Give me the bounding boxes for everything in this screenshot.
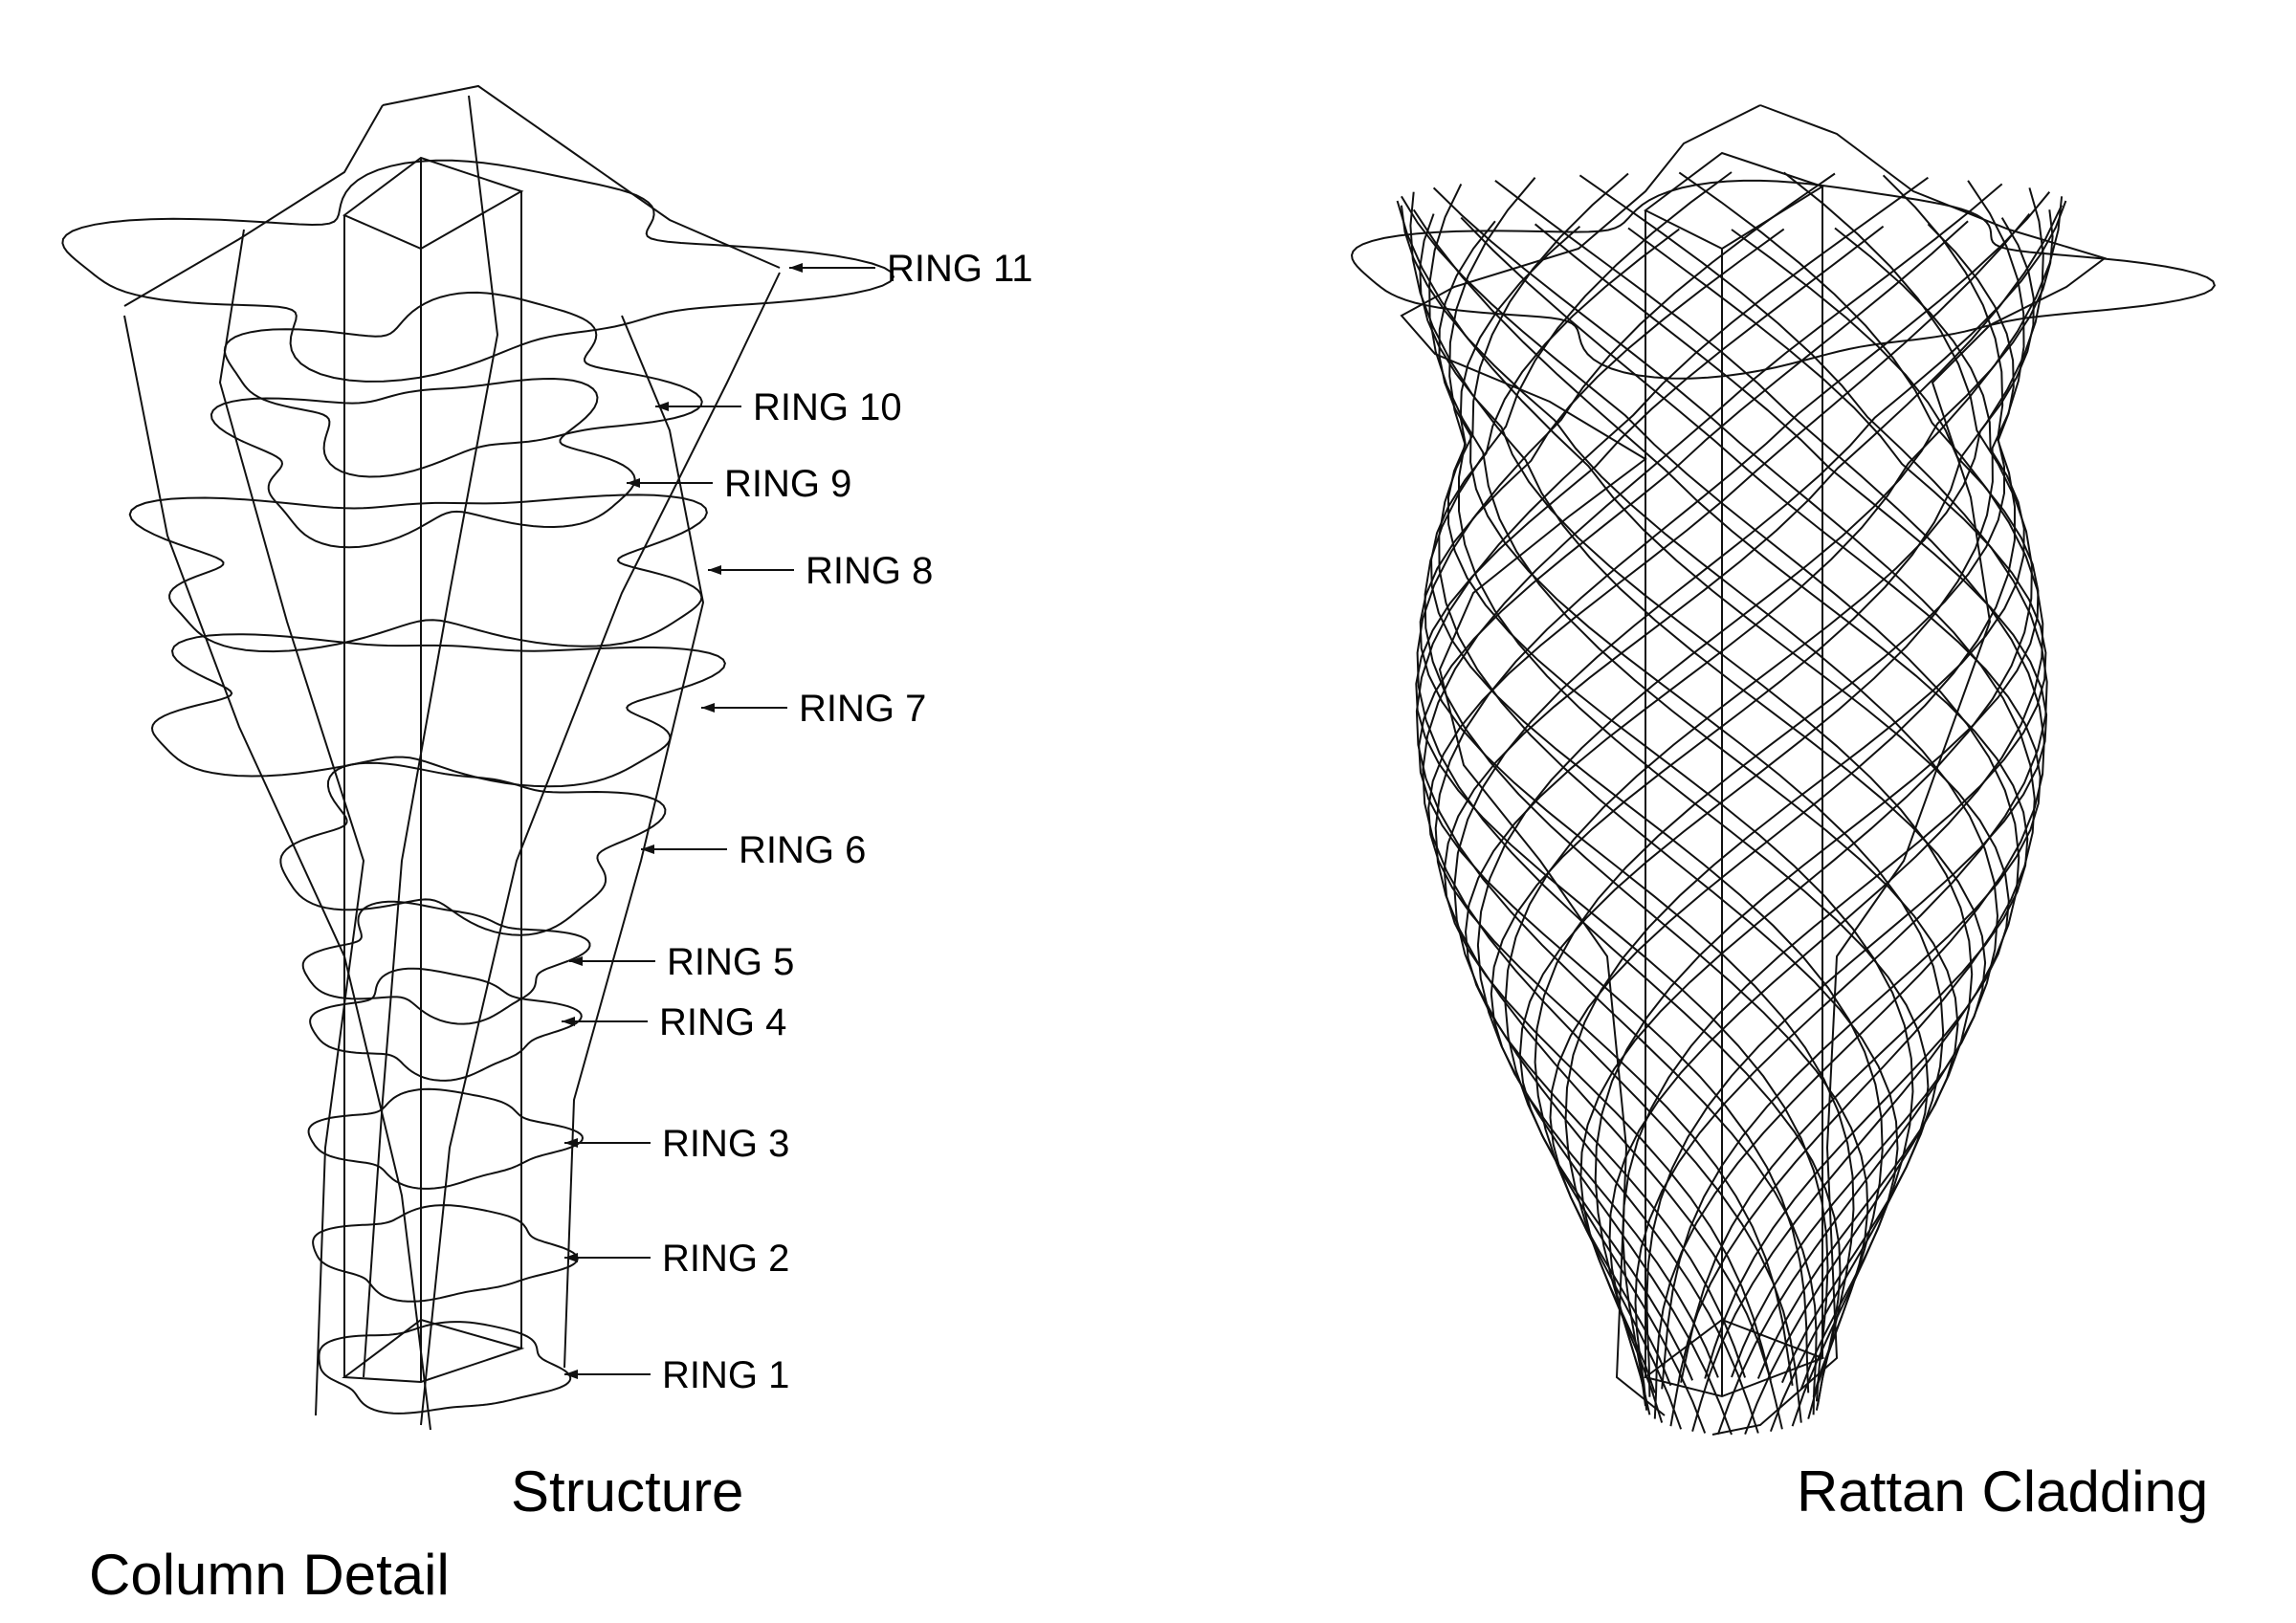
rattan-strand (1518, 180, 2025, 1381)
structure-ring (279, 761, 667, 936)
ring-label: RING 5 (667, 941, 794, 983)
rattan-strand (1460, 216, 2042, 1390)
ring-label: RING 3 (662, 1123, 789, 1165)
structure-ring (309, 967, 583, 1082)
leader-arrow (701, 703, 715, 713)
structure-ring (223, 291, 703, 478)
leader-arrow (789, 263, 803, 273)
rattan-strand (1412, 208, 2029, 1383)
rattan-cladding-view (1350, 104, 2217, 1436)
structure-rib (382, 84, 781, 269)
ring-label: RING 9 (724, 463, 851, 505)
rattan-strand (1428, 183, 1959, 1379)
rattan-strand (1578, 174, 2048, 1411)
core-column-base (342, 1318, 525, 1384)
rattan-strand (1427, 212, 2031, 1386)
cladding-top-edge (1350, 179, 2217, 380)
rattan-strand (1534, 223, 2015, 1430)
column-detail-title: Column Detail (89, 1543, 450, 1607)
structure-ring (150, 633, 726, 788)
ring-label: RING 4 (659, 1001, 786, 1043)
leader-arrow (562, 1017, 575, 1026)
rattan-strand (1415, 176, 1929, 1415)
structure-ring (318, 1321, 572, 1415)
ring-label: RING 8 (806, 550, 933, 592)
rattan-strand (1446, 225, 1914, 1427)
ring-label: RING 11 (887, 248, 1033, 290)
leader-arrow (641, 844, 654, 854)
leader-arrow (564, 1138, 578, 1148)
rattan-cladding-caption: Rattan Cladding (1797, 1459, 2209, 1524)
rattan-strand (1419, 228, 1855, 1411)
rattan-strand (1594, 229, 2040, 1415)
rattan-strand (1434, 191, 2051, 1430)
rattan-strand (1490, 187, 2044, 1378)
rattan-strand (1409, 191, 1987, 1378)
rattan-strand (1464, 196, 2064, 1378)
ring-label: RING 1 (662, 1354, 789, 1396)
rattan-strand (1418, 220, 1969, 1393)
ring-label: RING 6 (739, 829, 866, 871)
ring-annotation: RING 4 (562, 1001, 786, 1043)
ring-annotation: RING 6 (641, 829, 866, 871)
rattan-strand (1438, 172, 1899, 1390)
leader-arrow (564, 1370, 578, 1379)
ring-label: RING 7 (799, 688, 926, 730)
rattan-strand (1494, 180, 2045, 1419)
rattan-strand (1415, 225, 1885, 1402)
rattan-strand (1401, 195, 2020, 1432)
leader-arrow (708, 565, 721, 575)
rattan-strand (1534, 223, 2048, 1397)
structure-ring (312, 1204, 579, 1303)
ring-annotation: RING 3 (564, 1123, 789, 1165)
cladding-outline-right (1711, 104, 2108, 1436)
rattan-strand (1504, 217, 2035, 1434)
rattan-strand (1396, 200, 2010, 1379)
ring-annotation: RING 7 (701, 688, 926, 730)
rattan-strand (1432, 186, 2036, 1427)
rattan-strand (1443, 205, 2064, 1381)
structure-ring (61, 159, 895, 383)
structure-rib (123, 315, 431, 1431)
ring-annotation: RING 10 (655, 386, 902, 428)
ring-annotation: RING 1 (564, 1354, 789, 1396)
cladding-core-column (1643, 151, 1825, 1398)
ring-annotation: RING 2 (564, 1238, 789, 1280)
rattan-strand (1422, 183, 2003, 1423)
rattan-strand (1438, 220, 1945, 1433)
structure-ring (128, 493, 708, 653)
ring-label: RING 10 (753, 386, 902, 428)
structure-caption: Structure (511, 1459, 744, 1524)
structure-ring (210, 377, 636, 549)
ring-annotation: RING 11 (789, 248, 1033, 290)
rattan-strand (1579, 171, 2033, 1393)
rattan-strand (1419, 213, 1974, 1435)
leader-arrow (564, 1253, 578, 1262)
leader-arrow (655, 402, 669, 411)
ring-label: RING 2 (662, 1238, 789, 1280)
rattan-strand (1549, 174, 2017, 1387)
structure-rib (363, 95, 499, 1378)
rattan-strand (1608, 171, 2044, 1402)
core-column-top (342, 156, 524, 251)
rattan-strand (1424, 171, 1869, 1397)
structure-ring (301, 900, 591, 1025)
rattan-strand (1416, 172, 1842, 1407)
structure-rib (420, 272, 781, 1426)
ring-annotation: RING 9 (627, 463, 851, 505)
structure-rib (123, 104, 384, 307)
structure-ring (307, 1087, 585, 1190)
leader-arrow (627, 478, 640, 488)
rattan-strand (1476, 209, 2054, 1436)
structure-view: RING 1 RING 2 RING 3 RING 4 RING 5 RING 6 RING… (61, 84, 1033, 1431)
rattan-strand (1564, 227, 2025, 1423)
cladding-outline-left (1400, 104, 1761, 1416)
ring-annotation: RING 5 (569, 941, 794, 983)
rattan-strand (1430, 228, 1884, 1419)
leader-arrow (569, 956, 583, 966)
ring-annotation: RING 8 (708, 550, 933, 592)
structure-rib (218, 229, 365, 1416)
